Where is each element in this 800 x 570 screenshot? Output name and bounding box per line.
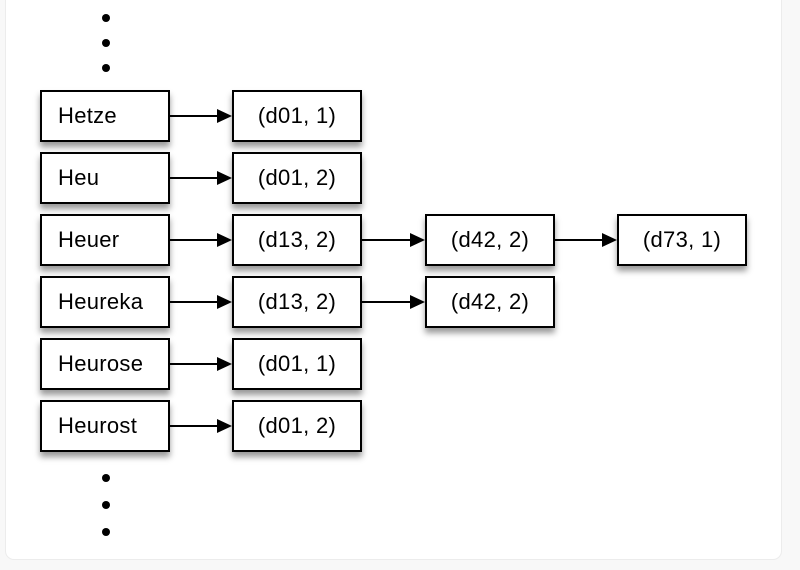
ellipsis-top bbox=[102, 14, 110, 72]
dot-icon bbox=[102, 501, 110, 509]
arrow-icon bbox=[170, 233, 232, 247]
arrow-icon bbox=[555, 233, 617, 247]
arrow-icon bbox=[170, 295, 232, 309]
arrow-icon bbox=[170, 419, 232, 433]
ellipsis-bottom bbox=[102, 474, 110, 536]
arrow-icon bbox=[170, 109, 232, 123]
posting-box-heurose-0: (d01, 1) bbox=[232, 338, 362, 390]
arrow-icon bbox=[362, 295, 425, 309]
dot-icon bbox=[102, 39, 110, 47]
posting-box-heuer-2: (d73, 1) bbox=[617, 214, 747, 266]
dot-icon bbox=[102, 64, 110, 72]
arrow-icon bbox=[170, 357, 232, 371]
posting-box-heuer-0: (d13, 2) bbox=[232, 214, 362, 266]
term-box-heurose: Heurose bbox=[40, 338, 170, 390]
term-box-hetze: Hetze bbox=[40, 90, 170, 142]
term-box-heuer: Heuer bbox=[40, 214, 170, 266]
posting-box-heureka-0: (d13, 2) bbox=[232, 276, 362, 328]
arrow-icon bbox=[362, 233, 425, 247]
term-box-heurost: Heurost bbox=[40, 400, 170, 452]
arrow-icon bbox=[170, 171, 232, 185]
dot-icon bbox=[102, 14, 110, 22]
posting-box-heurost-0: (d01, 2) bbox=[232, 400, 362, 452]
posting-box-hetze-0: (d01, 1) bbox=[232, 90, 362, 142]
dot-icon bbox=[102, 528, 110, 536]
term-box-heureka: Heureka bbox=[40, 276, 170, 328]
posting-box-heu-0: (d01, 2) bbox=[232, 152, 362, 204]
term-box-heu: Heu bbox=[40, 152, 170, 204]
posting-box-heuer-1: (d42, 2) bbox=[425, 214, 555, 266]
dot-icon bbox=[102, 474, 110, 482]
posting-box-heureka-1: (d42, 2) bbox=[425, 276, 555, 328]
